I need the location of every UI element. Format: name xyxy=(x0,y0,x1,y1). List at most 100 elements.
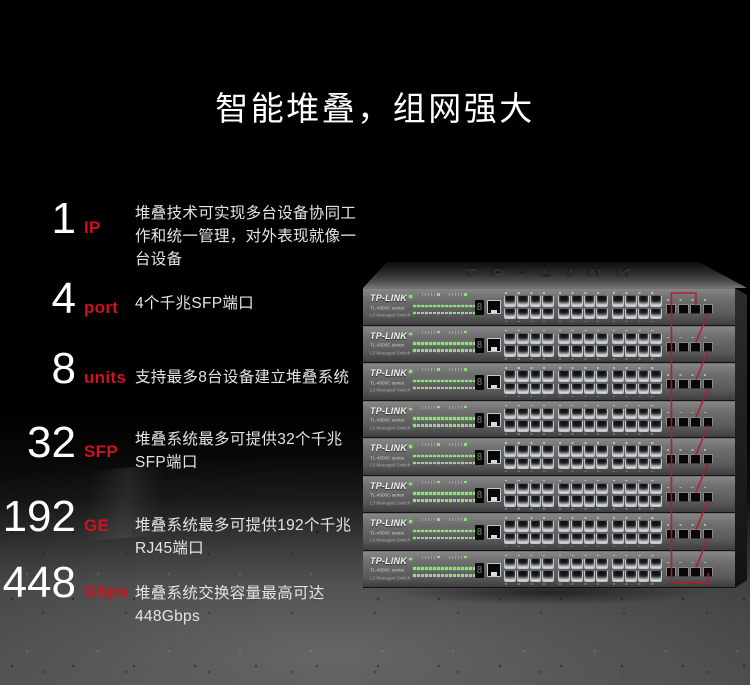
rj45-port-group xyxy=(612,367,662,398)
rj45-port xyxy=(612,382,624,394)
rj45-port-group xyxy=(612,479,662,510)
rj45-port-group xyxy=(504,367,554,398)
switch-unit: TP-LINK TL-4500C series L3 Managed Switc… xyxy=(363,363,735,401)
console-port xyxy=(487,375,501,389)
power-led-icon xyxy=(409,482,412,486)
led-indicator xyxy=(429,379,432,382)
led-label-cluster xyxy=(449,405,467,409)
led-indicator xyxy=(429,574,432,577)
rj45-port xyxy=(583,332,596,344)
series-label: TL-4500C series xyxy=(370,493,405,499)
led-label-cluster xyxy=(422,443,440,446)
led-indicator xyxy=(421,417,424,420)
rj45-port xyxy=(504,482,516,494)
segment-display: 8 xyxy=(475,525,484,540)
led-indicator xyxy=(421,342,424,345)
rj45-port xyxy=(516,495,529,507)
led-indicator xyxy=(441,492,444,495)
led-indicator xyxy=(445,304,448,307)
rj45-port xyxy=(504,420,516,432)
rj45-port xyxy=(624,445,637,457)
led-indicator xyxy=(425,529,428,532)
sfp-port xyxy=(690,416,701,427)
led-indicator xyxy=(437,386,440,389)
rj45-port xyxy=(637,532,650,544)
rj45-port xyxy=(596,407,608,419)
rj45-port xyxy=(637,495,650,507)
led-indicator xyxy=(429,492,432,495)
led-panel xyxy=(409,293,476,323)
rj45-port xyxy=(637,407,650,419)
sfp-port xyxy=(678,341,689,352)
rj45-port xyxy=(650,457,662,469)
led-indicator xyxy=(413,529,416,532)
led-indicator xyxy=(441,311,444,314)
sfp-port xyxy=(690,491,701,502)
led-indicator xyxy=(453,379,456,382)
spec-unit: IP xyxy=(84,218,101,237)
rj45-port xyxy=(624,420,637,432)
led-indicator xyxy=(429,386,432,389)
rj45-port xyxy=(596,307,608,319)
led-indicator xyxy=(417,492,420,495)
led-row xyxy=(413,574,476,577)
led-indicator xyxy=(413,567,416,570)
led-indicator xyxy=(465,311,468,314)
sfp-port xyxy=(678,454,689,464)
rj45-port xyxy=(583,482,596,494)
rj45-port xyxy=(558,482,570,494)
led-indicator xyxy=(449,574,452,577)
rj45-port xyxy=(570,345,583,357)
sfp-port xyxy=(666,304,677,314)
rj45-port xyxy=(558,557,570,569)
rj45-port xyxy=(650,345,662,357)
rj45-port xyxy=(558,570,570,582)
led-indicator xyxy=(457,424,460,427)
type-label: L3 Managed Switch xyxy=(370,500,411,507)
rj45-port xyxy=(650,495,662,507)
rj45-port xyxy=(637,370,650,382)
rj45-port-block xyxy=(504,517,662,548)
led-indicator xyxy=(437,461,440,464)
spec-description: 堆叠系统最多可提供192个千兆RJ45端口 xyxy=(135,517,352,557)
led-indicator xyxy=(441,454,444,457)
led-row xyxy=(413,304,476,307)
led-indicator xyxy=(421,536,424,539)
led-indicator xyxy=(413,417,416,420)
type-label: L3 Managed Switch xyxy=(370,350,411,357)
led-indicator xyxy=(413,499,416,502)
led-indicator xyxy=(441,574,444,577)
led-label-cluster xyxy=(449,555,467,559)
led-indicator xyxy=(449,386,452,389)
spec-head: 32 SFP xyxy=(0,420,375,466)
rj45-port xyxy=(558,332,570,344)
led-row xyxy=(413,529,476,532)
rj45-port xyxy=(504,520,516,532)
switch-unit: TP-LINK TL-4500C series L3 Managed Switc… xyxy=(363,438,735,476)
led-indicator xyxy=(453,417,456,420)
led-indicator xyxy=(453,311,456,314)
rj45-port xyxy=(650,532,662,544)
rj45-port xyxy=(542,445,554,457)
power-led-icon xyxy=(409,520,412,523)
rj45-port-block xyxy=(504,292,662,323)
rj45-port xyxy=(516,307,529,319)
rj45-port xyxy=(542,482,554,494)
led-indicator xyxy=(433,461,436,464)
led-indicator xyxy=(437,311,440,314)
sfp-port xyxy=(702,379,713,389)
led-indicator xyxy=(421,529,424,532)
led-row xyxy=(413,461,476,464)
rj45-port xyxy=(516,532,529,544)
led-indicator xyxy=(445,342,448,345)
led-indicator xyxy=(469,342,472,345)
led-indicator xyxy=(457,304,460,307)
sfp-port xyxy=(678,379,689,389)
rj45-port xyxy=(596,520,608,532)
rj45-port-group xyxy=(504,554,554,585)
led-indicator xyxy=(437,574,440,577)
led-indicator xyxy=(473,454,476,457)
sfp-port-block xyxy=(666,411,713,427)
rj45-port-group xyxy=(504,404,554,435)
rj45-port xyxy=(516,382,529,394)
